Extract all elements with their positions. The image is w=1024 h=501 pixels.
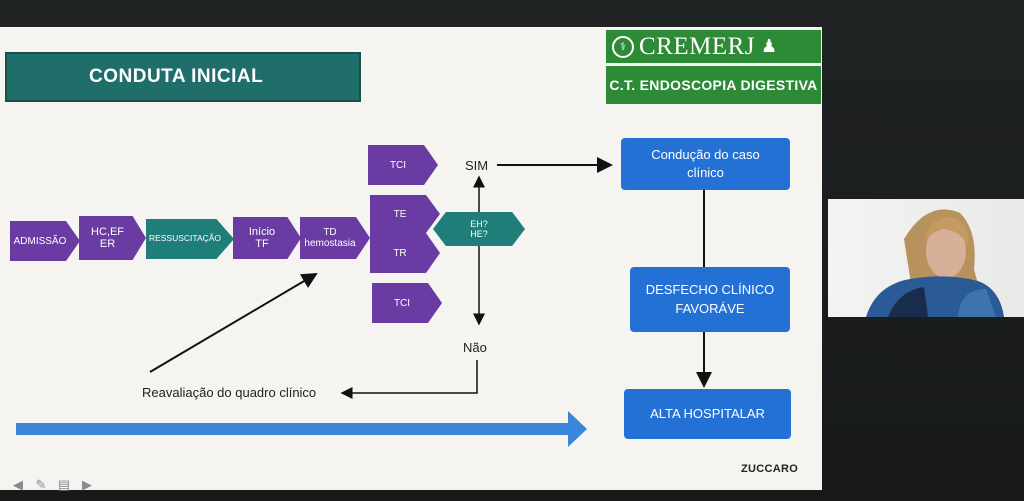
presentation-slide: CONDUTA INICIAL ⚕ CREMERJ ♟ C.T. ENDOSCO… — [0, 27, 822, 490]
figure-icon: ♟ — [761, 36, 778, 56]
step-te: TE — [370, 195, 440, 233]
box-conducao: Condução do caso clínico — [621, 138, 790, 190]
step-tci-top: TCI — [368, 145, 438, 185]
box-alta: ALTA HOSPITALAR — [624, 389, 791, 439]
seal-icon: ⚕ — [612, 35, 634, 58]
pen-icon[interactable]: ✎ — [35, 477, 47, 492]
arrow-right-icon[interactable]: ▶ — [82, 477, 92, 492]
decision-eh-he: EH? HE? — [433, 212, 525, 246]
logo-name: CREMERJ — [639, 32, 756, 60]
arrow-left-icon[interactable]: ◀ — [13, 477, 23, 492]
presenter-video — [866, 209, 1004, 317]
step-hc-ef-er: HC,EF ER — [79, 216, 146, 260]
arrow-nao-to-reavaliacao — [340, 360, 478, 399]
arrow-reavaliacao-to-td — [149, 272, 318, 373]
slide-title: CONDUTA INICIAL — [5, 52, 361, 102]
label-nao: Não — [463, 340, 487, 355]
step-ressuscitacao: RESSUSCITAÇÃO — [146, 219, 234, 259]
box-desfecho: DESFECHO CLÍNICO FAVORÁVE — [630, 267, 790, 332]
step-tci-bottom: TCI — [372, 283, 442, 323]
step-admissao: ADMISSÃO — [10, 221, 80, 261]
step-td-hemostasia: TD hemostasia — [300, 217, 370, 259]
slideshow-toolbar: ◀ ✎ ▤ ▶ — [10, 477, 95, 492]
logo-banner: ⚕ CREMERJ ♟ — [606, 30, 821, 63]
cremerj-logo: ⚕ CREMERJ ♟ C.T. ENDOSCOPIA DIGESTIVA — [606, 30, 821, 104]
label-reavaliacao: Reavaliação do quadro clínico — [142, 385, 317, 400]
menu-icon[interactable]: ▤ — [57, 477, 71, 492]
step-tr: TR — [370, 233, 440, 273]
webcam-thumbnail — [828, 199, 1024, 317]
logo-subtitle: C.T. ENDOSCOPIA DIGESTIVA — [606, 66, 821, 104]
label-sim: SIM — [465, 158, 489, 173]
long-timeline-arrow — [16, 411, 587, 447]
flow-arrows — [16, 157, 712, 447]
step-inicio-tf: Início TF — [233, 217, 301, 259]
slide-footer-author: ZUCCARO — [741, 463, 799, 475]
